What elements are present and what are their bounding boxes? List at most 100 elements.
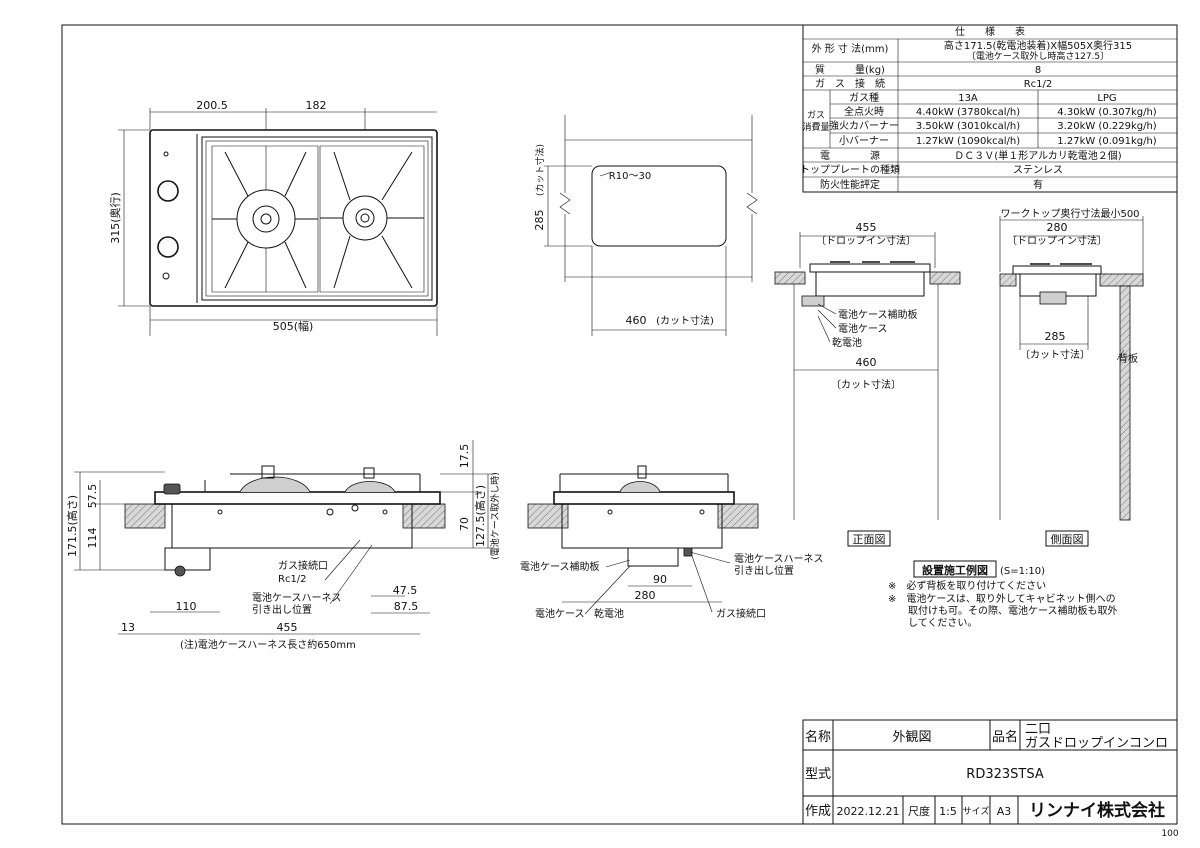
- knob-left-icon: [157, 180, 179, 202]
- knob-right-icon: [157, 236, 179, 258]
- si-caption: 側面図: [1051, 533, 1084, 546]
- fe-dim-57: 57.5: [86, 484, 99, 509]
- spec-fire-value: 有: [1033, 178, 1043, 191]
- spec-gas-type-label: ガス種: [849, 91, 879, 104]
- burner-small-icon: [342, 195, 388, 241]
- fe-dim-70: 70: [458, 517, 471, 531]
- fe-harness-1: 電池ケースハーネス: [252, 591, 342, 604]
- burner-large-icon: [236, 189, 296, 249]
- spec-row-strong-lpg: 3.20kW (0.229kg/h): [1057, 121, 1156, 132]
- se-label-harness-2: 引き出し位置: [734, 564, 794, 577]
- se-label-case: 電池ケース: [535, 607, 585, 620]
- spec-gas-conn-value: Rc1/2: [1024, 79, 1053, 90]
- tb-size-label: サイズ: [963, 805, 990, 817]
- spec-row-small-lpg: 1.27kW (0.091kg/h): [1057, 136, 1156, 147]
- front-install-view: 455 〔ドロップイン寸法〕 460 〔カット寸法〕 電池ケース補助板 電池ケー…: [774, 221, 961, 547]
- fi-drop-width: 455: [856, 221, 877, 234]
- spec-row-all-13a: 4.40kW (3780kcal/h): [916, 107, 1020, 118]
- si-top-note: ワークトップ奥行寸法最小500: [1000, 207, 1139, 220]
- cutout-depth: 285: [533, 210, 546, 231]
- se-dim-90: 90: [653, 573, 667, 586]
- top-dim-right: 182: [306, 99, 327, 112]
- tb-product-label: 品名: [992, 729, 1018, 745]
- spec-gas-lpg: LPG: [1097, 93, 1116, 104]
- fe-dim-47: 47.5: [393, 584, 418, 597]
- spec-dim-value: 高さ171.5(乾電池装着)X幅505X奥行315: [944, 39, 1132, 52]
- tb-date: 2022.12.21: [837, 805, 900, 818]
- se-label-harness-1: 電池ケースハーネス: [734, 552, 824, 565]
- spec-gas-group: ガス: [807, 110, 825, 121]
- tb-model-value: RD323STSA: [966, 767, 1044, 782]
- cutout-radius: R10〜30: [609, 171, 651, 182]
- tb-name-label: 名称: [805, 729, 831, 745]
- spec-power-label: 電 源: [820, 149, 880, 162]
- fe-dim-17: 17.5: [458, 444, 471, 469]
- fe-dim-114: 114: [86, 528, 99, 549]
- fe-dim-455: 455: [277, 621, 298, 634]
- tb-size-value: A3: [997, 805, 1012, 818]
- spec-gas-conn-label: ガ ス 接 続: [815, 77, 885, 90]
- spec-gas-13a: 13A: [958, 93, 978, 104]
- si-drop-width: 280: [1047, 221, 1068, 234]
- si-back-label: 背板: [1118, 352, 1138, 365]
- fe-gas-size: Rc1/2: [278, 574, 307, 585]
- spec-row-small: 小バーナー: [839, 135, 889, 147]
- tb-name-value: 外観図: [892, 730, 931, 745]
- se-label-gas: ガス接続口: [716, 607, 766, 620]
- tb-scale-value: 1:5: [939, 805, 957, 818]
- fe-dim-87: 87.5: [394, 600, 419, 613]
- tb-product-1: 二口: [1025, 722, 1051, 737]
- top-dim-depth: 315(奥行): [108, 192, 122, 244]
- fi-callout-plate: 電池ケース補助板: [838, 308, 918, 321]
- spec-fire-label: 防火性能評定: [820, 178, 880, 191]
- tb-scale-label: 尺度: [908, 804, 930, 818]
- top-dim-left: 200.5: [196, 99, 228, 112]
- spec-mass-value: 8: [1035, 65, 1041, 76]
- fe-dim-127: 127.5(高さ): [473, 485, 487, 547]
- install-note-3: 取付けも可。その際、電池ケース補助板も取外: [888, 604, 1118, 617]
- fe-gas-label: ガス接続口: [278, 559, 328, 572]
- fi-cut-note: 〔カット寸法〕: [831, 378, 901, 391]
- tb-model-label: 型式: [805, 767, 831, 782]
- side-install-view: ワークトップ奥行寸法最小500 280 〔ドロップイン寸法〕 285 〔カット寸…: [999, 207, 1144, 547]
- spec-plate-label: トッププレートの種類: [800, 163, 900, 176]
- fe-harness-2: 引き出し位置: [252, 603, 312, 616]
- fe-dim-127-note: (電池ケース取外し時): [489, 472, 501, 560]
- spec-table: 仕 様 表 外 形 寸 法(mm) 高さ171.5(乾電池装着)X幅505X奥行…: [800, 24, 1178, 193]
- spec-mass-label: 質 量(kg): [815, 63, 885, 76]
- install-note-4: してください。: [888, 617, 977, 629]
- install-scale: (S=1:10): [1000, 566, 1045, 577]
- spec-row-all: 全点火時: [844, 105, 884, 118]
- fe-dim-110: 110: [176, 600, 197, 613]
- spec-row-strong-13a: 3.50kW (3010kcal/h): [916, 121, 1020, 132]
- spec-power-value: ＤＣ３Ｖ(単１形アルカリ乾電池２個): [954, 149, 1122, 162]
- install-title: 設置施工例図: [922, 563, 988, 577]
- fe-note: (注)電池ケースハーネス長さ約650mm: [180, 638, 356, 651]
- spec-gas-group-2: 消費量: [802, 121, 829, 133]
- install-note-2: ※ 電池ケースは、取り外してキャビネット側への: [888, 592, 1116, 605]
- spec-plate-value: ステンレス: [1013, 165, 1063, 176]
- spec-dim-sub: 〔電池ケース取外し時高さ127.5〕: [967, 50, 1109, 62]
- install-note-1: ※ 必ず背板を取り付けてください: [888, 579, 1046, 592]
- spec-title: 仕 様 表: [955, 25, 1025, 38]
- si-drop-note: 〔ドロップイン寸法〕: [1007, 234, 1107, 247]
- fi-caption: 正面図: [853, 533, 886, 546]
- spec-row-small-13a: 1.27kW (1090kcal/h): [916, 136, 1020, 147]
- title-block: 名称 外観図 品名 二口 ガスドロップインコンロ 型式 RD323STSA 作成…: [802, 719, 1179, 839]
- tb-page-no: 100: [1161, 829, 1178, 839]
- sheet-border: [61, 24, 1178, 825]
- fi-drop-note: 〔ドロップイン寸法〕: [816, 234, 916, 247]
- cutout-depth-note: (カット寸法): [534, 144, 546, 196]
- se-label-plate: 電池ケース補助板: [520, 560, 600, 573]
- install-notes: 設置施工例図 (S=1:10) ※ 必ず背板を取り付けてください ※ 電池ケース…: [888, 560, 1118, 629]
- cutout-width-note: (カット寸法): [656, 314, 714, 327]
- fi-callout-case: 電池ケース: [838, 322, 888, 335]
- fi-callout-battery: 乾電池: [832, 336, 862, 349]
- spec-dim-label: 外 形 寸 法(mm): [812, 42, 889, 55]
- spec-row-strong: 強火カバーナー: [829, 119, 899, 132]
- top-view: 200.5 182 505(幅) 315(奥行): [108, 99, 438, 336]
- tb-made-label: 作成: [805, 804, 831, 819]
- cutout-view: R10〜30 285 (カット寸法) 460 (カット寸法): [533, 115, 758, 336]
- top-dim-width: 505(幅): [273, 320, 314, 333]
